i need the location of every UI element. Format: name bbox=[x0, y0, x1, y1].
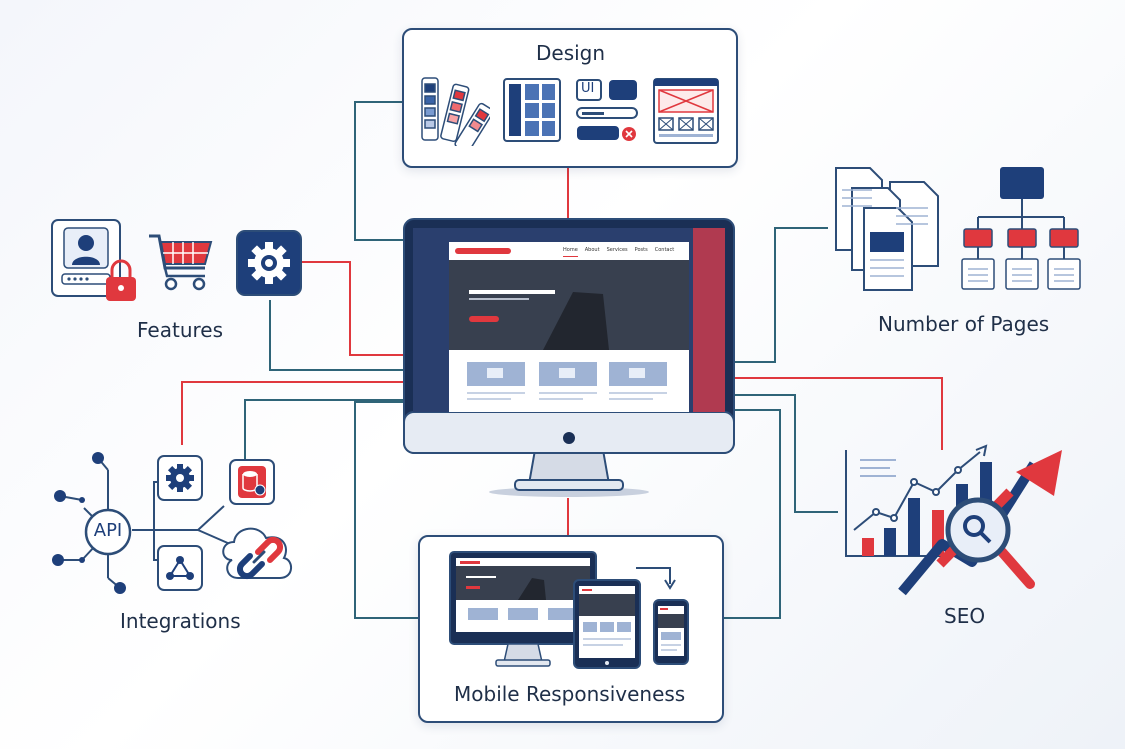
ui-tag-text: UI bbox=[581, 81, 595, 96]
wireframe-window-icon bbox=[653, 78, 719, 144]
site-nav-services[interactable]: Services bbox=[606, 247, 628, 253]
connector-seo-red bbox=[735, 377, 943, 450]
ui-components-icon: UI bbox=[576, 78, 640, 144]
user-profile-lock-icon bbox=[51, 219, 136, 301]
documents-stack-icon bbox=[835, 167, 939, 291]
mobile-label: Mobile Responsiveness bbox=[454, 682, 686, 706]
connector-integrations-teal bbox=[244, 399, 405, 480]
seo-growth-chart-icon bbox=[845, 444, 1062, 596]
connector-features-red bbox=[300, 261, 405, 356]
seo-label: SEO bbox=[944, 604, 986, 628]
gear-icon bbox=[236, 230, 302, 296]
connector-mobile-right bbox=[720, 409, 781, 619]
connector-features-teal bbox=[269, 300, 405, 371]
site-nav: Home About Services Posts Contact bbox=[563, 247, 691, 257]
site-nav-posts[interactable]: Posts bbox=[634, 247, 648, 253]
api-node-label: API bbox=[93, 520, 123, 541]
design-label: Design bbox=[536, 41, 606, 65]
sitemap-icon bbox=[961, 167, 1081, 290]
connector-seo-teal bbox=[735, 394, 838, 513]
connector-integrations-red bbox=[181, 381, 405, 445]
features-label: Features bbox=[137, 318, 223, 342]
site-nav-about[interactable]: About bbox=[584, 247, 600, 253]
connector-mobile-left bbox=[354, 401, 420, 619]
color-palette-icon bbox=[421, 77, 490, 146]
site-nav-home[interactable]: Home bbox=[563, 247, 578, 257]
layout-grid-icon bbox=[503, 78, 561, 142]
shopping-cart-icon bbox=[149, 234, 213, 291]
responsive-devices-icon bbox=[449, 551, 689, 669]
pages-label: Number of Pages bbox=[878, 312, 1050, 336]
site-nav-contact[interactable]: Contact bbox=[654, 247, 675, 253]
connector-pages bbox=[735, 227, 828, 363]
connector-design-left bbox=[354, 101, 405, 241]
desktop-monitor: Home About Services Posts Contact bbox=[403, 218, 735, 498]
api-network-icon bbox=[52, 452, 292, 594]
integrations-label: Integrations bbox=[120, 609, 241, 633]
